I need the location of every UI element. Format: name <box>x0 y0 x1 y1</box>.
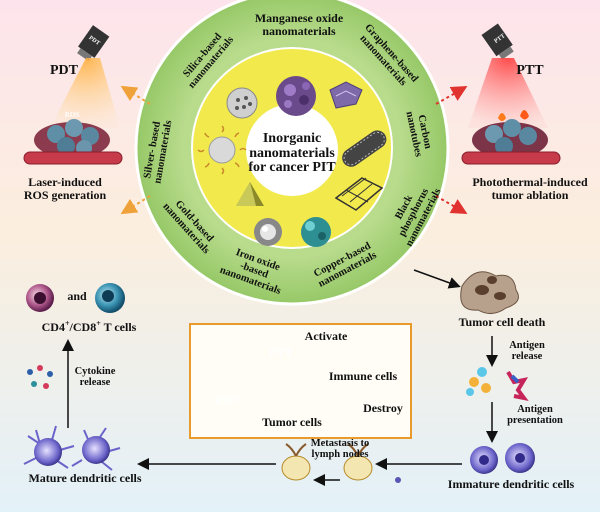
pdt-ros-label: ROS <box>64 111 80 119</box>
lymph-node-icons <box>281 443 401 483</box>
tcell-icons <box>26 283 125 313</box>
cytokine-label: Cytokine release <box>74 366 116 389</box>
copper-icon <box>301 217 331 247</box>
pdt-blood-vessel <box>23 151 123 165</box>
silver-icon <box>197 125 247 175</box>
pdt-laser-device <box>77 25 110 62</box>
center-title: Inorganic nanomaterials for cancer PIT <box>248 131 336 176</box>
box-activate-label: Activate <box>304 329 348 343</box>
pdt-beam <box>50 58 120 128</box>
tcell-label: CD4+/CD8+ T cells <box>41 319 137 334</box>
ptt-title: PTT <box>516 63 544 78</box>
carbon-nanotube-icon <box>342 130 387 167</box>
ptt-beam <box>468 58 548 128</box>
box-destroy-label: Destroy <box>363 401 403 415</box>
center-disc <box>246 104 338 196</box>
pdt-caption: Laser-induced ROS generation <box>23 175 107 202</box>
ptt-laser-device <box>481 23 514 60</box>
tumor-death-cells <box>460 271 519 314</box>
silica-icon <box>226 87 258 119</box>
tcell-and-label: and <box>67 289 87 303</box>
gold-icon <box>236 182 264 206</box>
ptt-tumor <box>472 110 548 158</box>
cytokine-dots <box>27 365 53 389</box>
arrow-to-tumor-death <box>413 269 461 289</box>
box-tumor-label: Tumor cells <box>262 415 322 429</box>
black-phosphorus-icon <box>334 177 384 211</box>
antigen-presentation-label: Antigen presentation <box>507 404 563 427</box>
pdt-tumor <box>34 119 110 158</box>
mature-dc-cells <box>23 425 121 471</box>
box-immune-label: Immune cells <box>328 369 398 383</box>
antigen-release-label: Antigen release <box>509 340 545 363</box>
ptt-upper-arrow <box>435 86 468 105</box>
graphene-icon <box>329 81 363 109</box>
box-ptt-label: PTT <box>269 345 293 359</box>
pdt-lower-arrow <box>120 195 151 215</box>
immature-dc-label: Immature dendritic cells <box>447 477 575 491</box>
metastasis-label: Metastasis to lymph nodes <box>310 438 370 461</box>
immune-cycle-box <box>189 323 412 439</box>
antigen-molecules <box>466 367 529 401</box>
pdt-upper-arrow <box>120 85 151 105</box>
pdt-title: PDT <box>50 63 78 78</box>
ptt-caption: Photothermal-induced tumor ablation <box>472 175 588 202</box>
immature-dc-cells <box>470 443 535 474</box>
mature-dc-label: Mature dendritic cells <box>28 471 142 485</box>
tumor-death-label: Tumor cell death <box>458 315 546 329</box>
ptt-blood-vessel <box>461 151 561 165</box>
label-manganese: Manganese oxide nanomaterials <box>254 11 344 38</box>
manganese-icon <box>276 76 316 116</box>
box-pdt-label: PDT <box>215 393 239 407</box>
iron-oxide-icon <box>254 218 282 246</box>
ptt-lower-arrow <box>435 195 468 214</box>
